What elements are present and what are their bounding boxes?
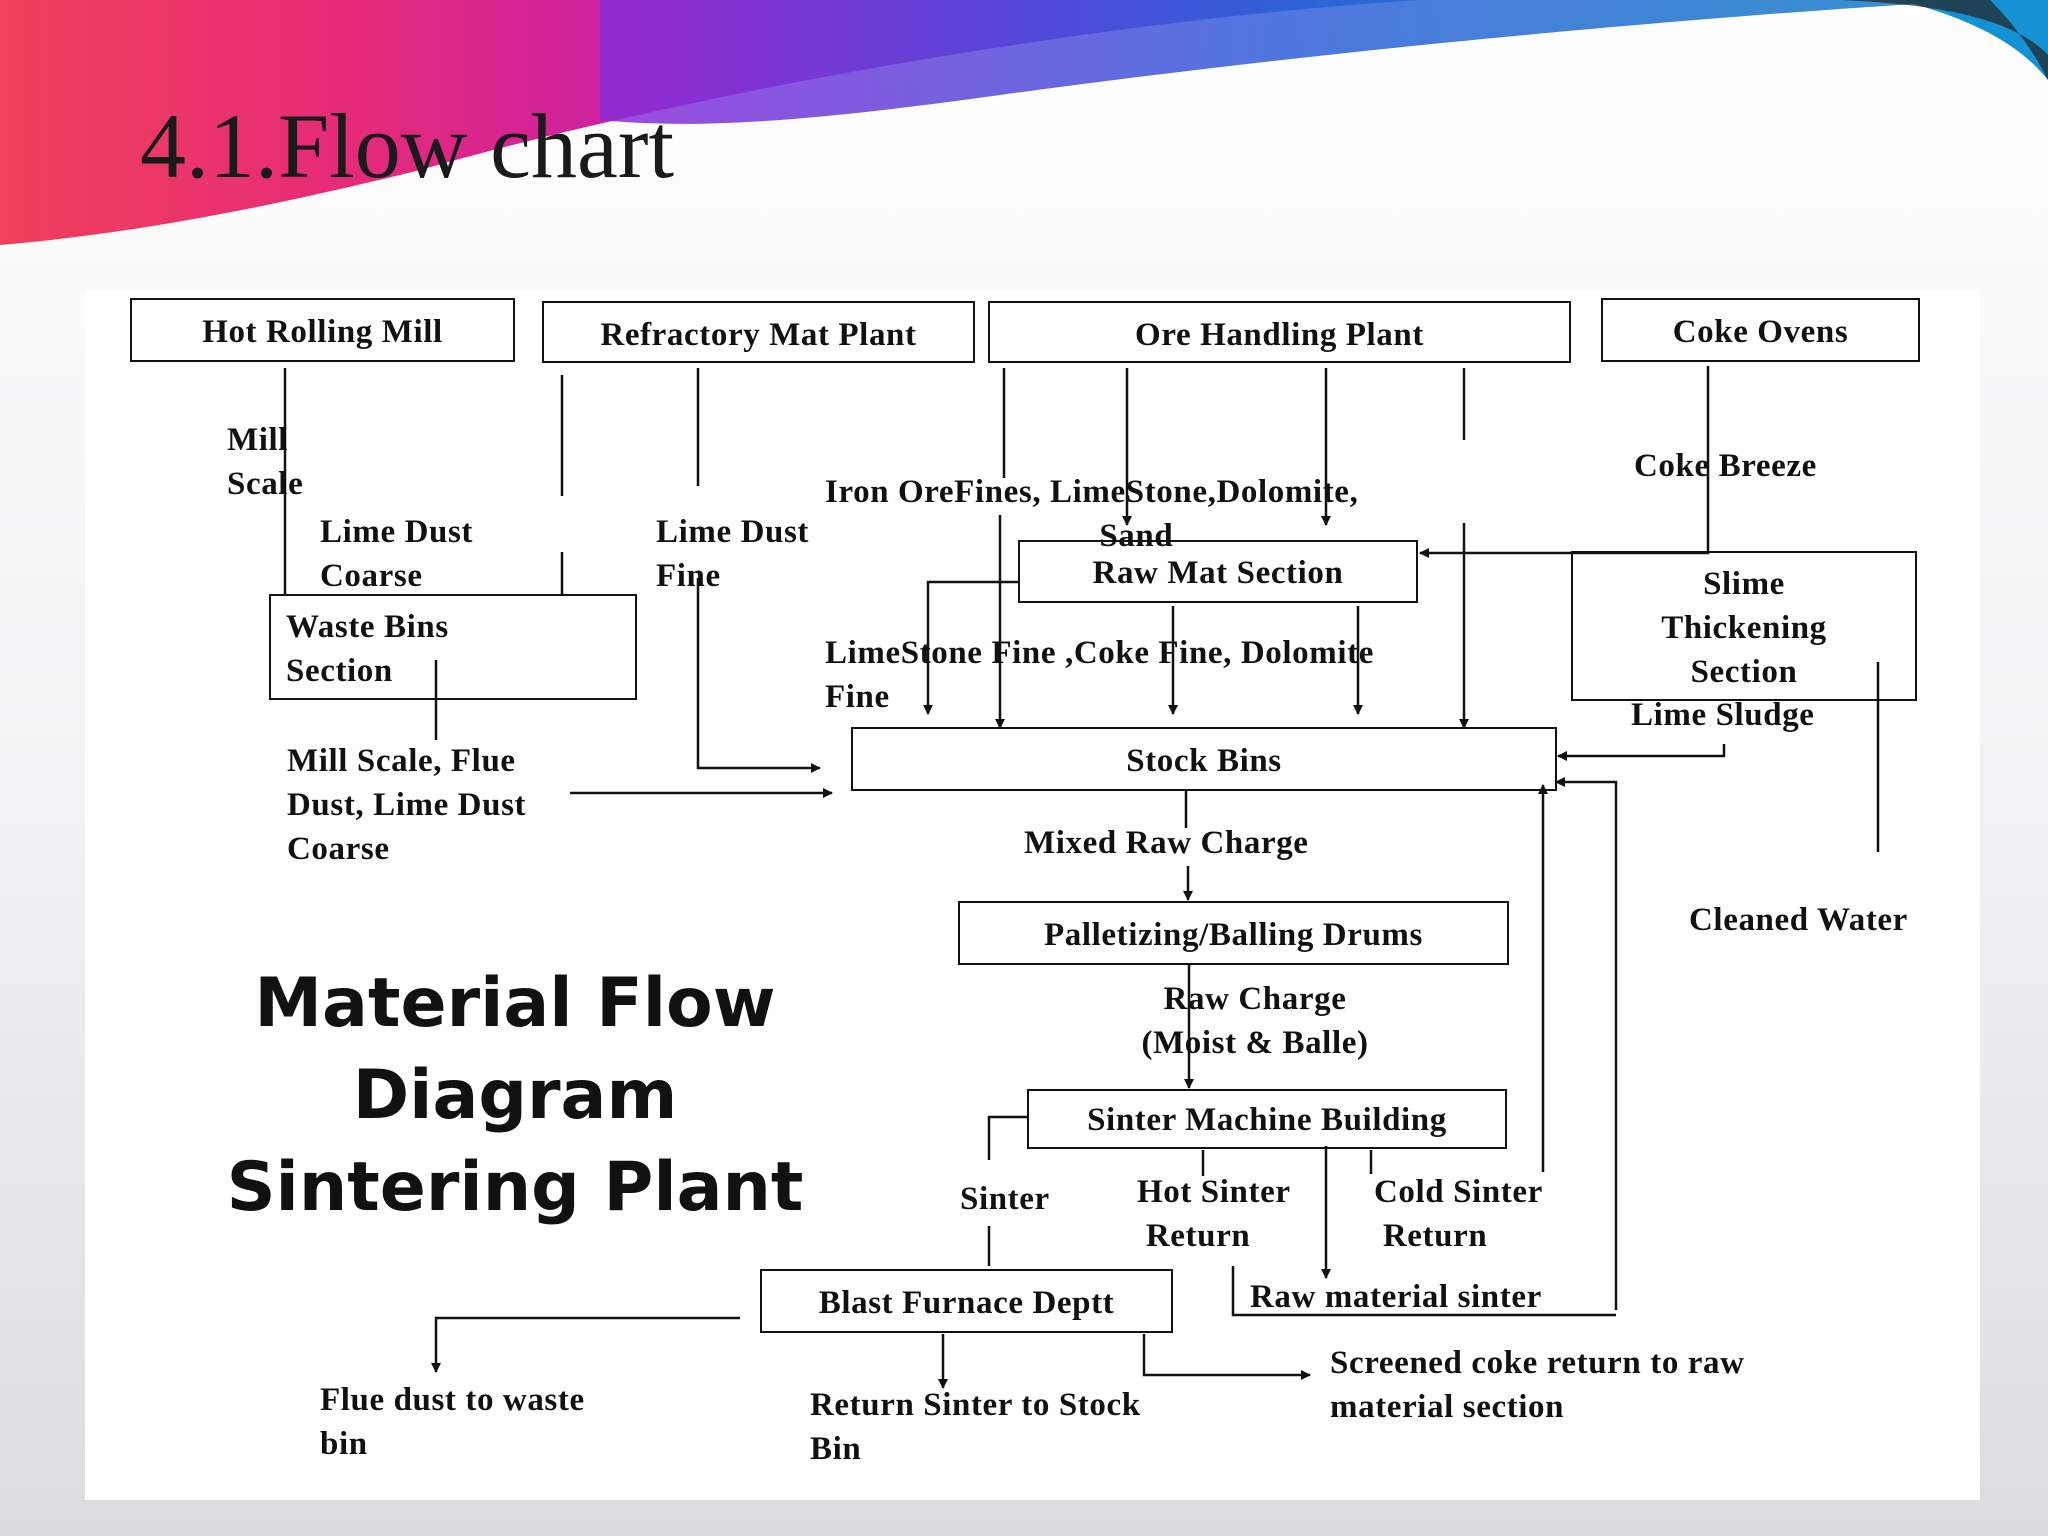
connector-line <box>1419 366 1710 558</box>
connector-line <box>1231 1266 1616 1317</box>
node-sinter-machine-building <box>1027 1089 1507 1149</box>
edge-label-limestone-fine: LimeStone Fine ,Coke Fine, Dolomite Fine <box>825 635 1374 715</box>
edge-label-hot-sinter-return: Hot Sinter Return <box>1137 1174 1291 1254</box>
edge-label-cleaned-water: Cleaned Water <box>1689 902 1908 938</box>
node-slime-thickening-section <box>1571 551 1917 701</box>
node-label-ore-handling-plant: Ore Handling Plant <box>1135 317 1424 353</box>
node-label-hot-rolling-mill: Hot Rolling Mill <box>202 314 443 350</box>
node-label-blast-furnace-deptt: Blast Furnace Deptt <box>818 1285 1115 1321</box>
edge-label-sinter: Sinter <box>960 1181 1050 1217</box>
edge-label-flue-dust-to-waste-bin: Flue dust to waste bin <box>320 1382 585 1462</box>
node-label-raw-material-sinter: Raw material sinter <box>1250 1279 1542 1315</box>
diagram-caption: Material Flow Diagram Sintering Plant <box>226 964 804 1227</box>
edge-label-raw-charge: Raw Charge (Moist & Balle) <box>1141 981 1369 1061</box>
edge-label-mill-scale-flue-dust: Mill Scale, Flue Dust, Lime Dust Coarse <box>287 743 527 867</box>
node-label-coke-ovens: Coke Ovens <box>1672 314 1849 350</box>
node-blast-furnace-deptt <box>760 1269 1173 1333</box>
node-waste-bins-section <box>269 594 637 700</box>
edge-label-lime-dust-coarse: Lime Dust Coarse <box>320 514 473 594</box>
node-palletizing-balling-drums <box>958 901 1509 965</box>
node-raw-mat-section <box>1018 540 1418 603</box>
edge-label-lime-dust-fine: Lime Dust Fine <box>656 514 809 594</box>
edge-label-mixed-raw-charge: Mixed Raw Charge <box>1024 825 1309 861</box>
edge-label-cold-sinter-return: Cold Sinter Return <box>1374 1174 1543 1254</box>
node-refractory-mat-plant <box>542 301 975 363</box>
edge-label-mill-scale: Mill Scale <box>227 422 304 502</box>
edge-label-lime-sludge: Lime Sludge <box>1631 697 1815 733</box>
node-label-sinter-machine-building: Sinter Machine Building <box>1087 1102 1447 1138</box>
connector-line <box>1555 777 1618 1310</box>
banner-swoosh-shape <box>0 0 1420 245</box>
edge-label-screened-coke-return: Screened coke return to raw material sec… <box>1330 1345 1745 1425</box>
connector-line <box>923 580 1018 715</box>
node-label-raw-mat-section: Raw Mat Section <box>1092 555 1344 591</box>
node-label-waste-bins-section: Waste Bins Section <box>286 609 449 689</box>
node-hot-rolling-mill <box>130 298 515 362</box>
connector-line <box>1557 744 1726 761</box>
node-label-palletizing-balling-drums: Palletizing/Balling Drums <box>1044 917 1423 953</box>
node-coke-ovens <box>1601 298 1920 362</box>
edge-label-iron-ore-fines: Iron OreFines, LimeStone,Dolomite, Sand <box>825 474 1359 554</box>
diagram-canvas <box>85 290 1980 1500</box>
node-stock-bins <box>851 727 1557 791</box>
node-label-refractory-mat-plant: Refractory Mat Plant <box>600 317 917 353</box>
connector-line <box>431 1316 740 1373</box>
connector-line <box>987 1115 1028 1160</box>
banner-swoosh-shape <box>600 0 1980 124</box>
connector-line <box>1142 1334 1311 1380</box>
node-label-stock-bins: Stock Bins <box>1126 743 1282 779</box>
slide-title: 4.1.Flow chart <box>140 95 675 197</box>
edge-label-return-sinter-to-stock-bin: Return Sinter to Stock Bin <box>810 1387 1141 1467</box>
connector-line <box>696 578 821 773</box>
banner-swoosh-shape <box>1900 0 2048 80</box>
node-ore-handling-plant <box>988 301 1571 363</box>
banner-swoosh-shape <box>1840 0 2048 80</box>
edge-label-coke-breeze: Coke Breeze <box>1634 448 1817 484</box>
node-label-slime-thickening-section: Slime Thickening Section <box>1661 566 1827 690</box>
